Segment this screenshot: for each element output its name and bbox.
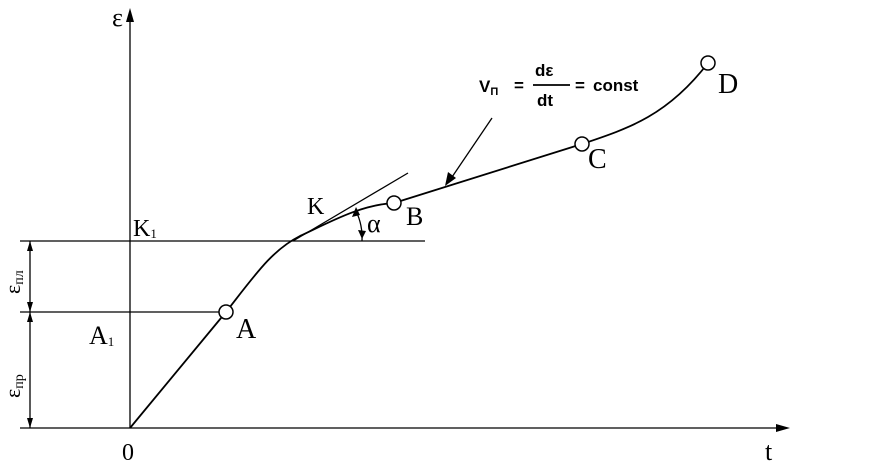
point-c-label: C	[588, 144, 607, 175]
formula-const: const	[593, 76, 639, 95]
curve-segment-ab	[225, 202, 395, 313]
axes	[20, 8, 790, 432]
x-axis-arrow	[776, 424, 790, 432]
formula-leader-line	[449, 117, 493, 181]
creep-curve	[129, 62, 709, 429]
strain-dimension	[27, 241, 33, 428]
point-d-marker	[700, 55, 716, 71]
strain-pl-label: εпл	[0, 270, 27, 294]
formula-numerator: dε	[535, 61, 553, 80]
angle-arc-arrow-top	[352, 207, 360, 217]
k1-label: K1	[133, 216, 157, 242]
curve-segment-0a	[129, 311, 227, 429]
tangent-line	[292, 172, 409, 242]
y-axis-label: ε	[112, 3, 123, 32]
point-a-marker	[218, 304, 234, 320]
point-a-label: A	[236, 314, 257, 345]
alpha-label: α	[367, 209, 381, 238]
curve-segment-bc	[393, 143, 583, 204]
x-axis-label: t	[765, 437, 773, 466]
a1-label: A1	[89, 321, 114, 350]
point-k-label: K	[307, 194, 325, 220]
curve-segment-cd	[581, 62, 709, 145]
creep-rate-formula: VП = dε dt = const	[479, 61, 639, 110]
angle-arc-arrow-bottom	[358, 230, 366, 239]
strain-pr-label: εпр	[0, 374, 27, 398]
formula-eq2: =	[575, 76, 585, 95]
point-b-label: B	[406, 202, 423, 231]
point-b-marker	[386, 195, 402, 211]
formula-v: VП	[479, 77, 498, 98]
point-c-marker	[574, 136, 590, 152]
y-axis-arrow	[126, 8, 134, 22]
point-d-label: D	[718, 69, 738, 100]
formula-denominator: dt	[537, 91, 553, 110]
formula-leader-arrow	[445, 172, 456, 186]
origin-label: 0	[122, 440, 134, 466]
formula-eq1: =	[514, 76, 524, 95]
